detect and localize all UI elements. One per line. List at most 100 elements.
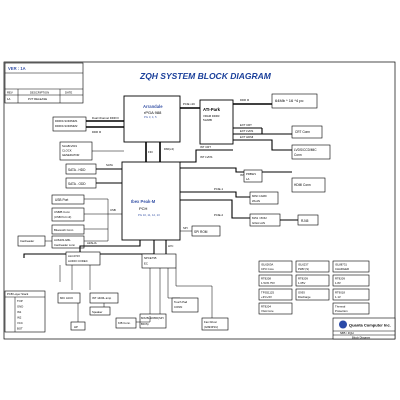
svg-text:INT 1400L amp: INT 1400L amp (92, 296, 112, 300)
mini-card (249, 191, 279, 205)
svg-text:Discharge: Discharge (298, 295, 311, 299)
svg-text:MINI CARD: MINI CARD (252, 194, 267, 198)
svg-text:PCIE x16: PCIE x16 (183, 102, 195, 106)
svg-text:Quanta Computer Inc.: Quanta Computer Inc. (349, 323, 391, 328)
svg-text:GND: GND (17, 305, 23, 309)
svg-text:AUDIO CODEC: AUDIO CODEC (68, 259, 88, 263)
vram-block (271, 93, 318, 109)
svg-text:Bluetooth Conn: Bluetooth Conn (54, 228, 74, 232)
fan-driver (201, 317, 229, 331)
usb-port (51, 194, 85, 205)
kb-conn (115, 317, 137, 329)
svg-text:(G993P1U): (G993P1U) (204, 325, 218, 329)
svg-text:HP: HP (74, 325, 78, 329)
svg-text:EXT HDMI: EXT HDMI (240, 135, 254, 139)
svg-text:MX25L3205D(SPI: MX25L3205D(SPI (141, 316, 164, 320)
svg-text:Thermal: Thermal (335, 305, 346, 309)
svg-text:GIGA LAN: GIGA LAN (252, 221, 265, 225)
svg-text:EXT LVDS: EXT LVDS (240, 129, 253, 133)
speaker (89, 306, 111, 316)
svg-text:RT8209: RT8209 (335, 277, 345, 281)
crt-conn (291, 125, 323, 139)
svg-text:AZALIA: AZALIA (87, 241, 97, 245)
lvds-conn (291, 144, 331, 160)
svg-text:EXT CRT: EXT CRT (240, 123, 252, 127)
svg-text:RT8209: RT8209 (298, 277, 308, 281)
power-section: ISL6263A CPU Core ISL6237 PWR (S) ISL887… (258, 260, 370, 315)
svg-text:SLG8LV631: SLG8LV631 (62, 144, 77, 148)
svg-text:TOP: TOP (17, 299, 23, 303)
svg-text:DDRIII-SODIMM2: DDRIII-SODIMM2 (55, 124, 78, 128)
svg-text:DDR III: DDR III (240, 98, 249, 102)
svg-text:8151 / 8152: 8151 / 8152 (252, 216, 267, 220)
svg-text:PG 10, 11, 12, 13: PG 10, 11, 12, 13 (138, 213, 160, 217)
svg-text:ISL88731: ISL88731 (335, 263, 347, 267)
svg-text:EC: EC (144, 262, 148, 266)
svg-text:64Mb * 16 *4 pc: 64Mb * 16 *4 pc (275, 98, 303, 103)
svg-text:Touch Pad: Touch Pad (174, 300, 188, 304)
prbw-block (243, 169, 263, 183)
svg-text:rPGA 988: rPGA 988 (144, 110, 162, 115)
svg-text:SPI ROM: SPI ROM (194, 230, 208, 234)
svg-text:IN1: IN1 (17, 310, 22, 314)
svg-text:RT8204: RT8204 (261, 305, 271, 309)
ec-block (141, 253, 177, 269)
gpu-block (199, 99, 234, 145)
svg-text:GENERATOR: GENERATOR (62, 153, 79, 157)
usb-conn (51, 207, 85, 222)
svg-text:WLAN: WLAN (252, 199, 260, 203)
svg-text:ATI-Park: ATI-Park (203, 107, 221, 112)
svg-text:IN2: IN2 (17, 316, 22, 320)
svg-text:USB Port: USB Port (55, 198, 68, 202)
svg-text:FDI: FDI (148, 150, 153, 154)
svg-text:AU6433-GBL: AU6433-GBL (54, 238, 71, 242)
pch-block (121, 161, 181, 241)
svg-text:USB: USB (110, 208, 116, 212)
svg-text:CPU Core: CPU Core (261, 267, 274, 271)
svg-text:INT CRT: INT CRT (200, 145, 211, 149)
svg-text:LA: LA (246, 177, 250, 181)
svg-text:Fan Driver: Fan Driver (204, 320, 217, 324)
svg-text:REV: REV (7, 91, 13, 95)
svg-text:Cardreader: Cardreader (20, 239, 34, 243)
svg-text:RT8208: RT8208 (261, 277, 271, 281)
audio-codec (65, 251, 101, 266)
svg-text:Dual Channel DDR III: Dual Channel DDR III (92, 116, 119, 120)
mic-jack (57, 292, 81, 304)
svg-text:BIOS): BIOS) (141, 322, 149, 326)
svg-text:Block Diagram: Block Diagram (352, 336, 371, 340)
version-label: VER : 1A (8, 66, 26, 71)
svg-text:LPC: LPC (168, 244, 173, 248)
svg-text:DDRIII-SODIMM1: DDRIII-SODIMM1 (55, 119, 78, 123)
svg-text:CLOCK: CLOCK (62, 149, 72, 153)
svg-text:1.8V: 1.8V (335, 281, 341, 285)
svg-text:BOT: BOT (17, 327, 23, 331)
svg-text:CRT Conn: CRT Conn (295, 130, 310, 134)
svg-text:CHARGER: CHARGER (335, 267, 349, 271)
svg-text:NB5 / ZQH: NB5 / ZQH (340, 331, 354, 335)
ddr-sodimm-block (52, 116, 87, 132)
bluetooth-conn (51, 224, 85, 235)
bios-block (139, 313, 167, 329)
svg-text:1.5V/0.75V: 1.5V/0.75V (261, 281, 275, 285)
svg-text:PWR (S): PWR (S) (298, 267, 309, 271)
svg-text:1.1V: 1.1V (335, 295, 341, 299)
company-logo (339, 320, 347, 329)
svg-text:VGA Core: VGA Core (261, 309, 274, 313)
svg-text:RJ45: RJ45 (301, 219, 309, 223)
svg-text:PCIE-1: PCIE-1 (214, 187, 223, 191)
svg-text:Ibex Peak-M: Ibex Peak-M (131, 199, 156, 204)
svg-text:INT LVDS: INT LVDS (200, 155, 212, 159)
svg-text:PVT RELEASE: PVT RELEASE (28, 97, 47, 101)
svg-text:TPS51125: TPS51125 (261, 291, 274, 295)
svg-text:1.05V: 1.05V (298, 281, 305, 285)
svg-text:RT9018: RT9018 (335, 291, 345, 295)
svg-text:PCIE-2: PCIE-2 (214, 213, 223, 217)
sheet-frame (3, 61, 396, 340)
svg-text:PRBW1: PRBW1 (246, 172, 256, 176)
svg-text:SPI: SPI (183, 226, 188, 230)
svg-text:512MB: 512MB (203, 118, 212, 122)
svg-text:SATA: SATA (106, 163, 113, 167)
svg-text:SATA - HDD: SATA - HDD (68, 168, 86, 172)
